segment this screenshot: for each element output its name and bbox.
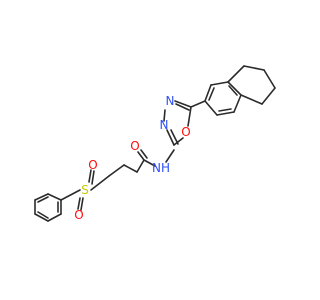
bond-ar-6 <box>204 100 218 116</box>
bond-ox-n4-c5-inner <box>175 103 190 111</box>
atom-sulfur: S <box>81 183 89 197</box>
bond-sat-5 <box>240 94 263 105</box>
bond-ox-o1-c2 <box>173 137 184 146</box>
bond-ar-inner-1 <box>208 87 215 101</box>
bond-ox-c5-o1 <box>187 106 192 127</box>
bond-co-o-a <box>137 151 145 161</box>
bond-sat-3 <box>263 69 276 89</box>
molecule-structure-diagram: O S O O NH N N O <box>34 65 276 222</box>
bond-c5-ar <box>190 100 206 108</box>
bond-s-o-bottom-a <box>77 197 81 210</box>
bond-ox-c2-n3 <box>166 129 175 146</box>
bond-sat-1 <box>227 65 245 83</box>
bond-c3-co <box>136 159 145 173</box>
atom-sulfonyl-oxygen-top: O <box>88 158 97 172</box>
bond-ph-s <box>60 189 81 201</box>
bond-c1-c2 <box>108 164 125 177</box>
atom-carbonyl-oxygen: O <box>130 139 139 153</box>
bond-ph-inner-1 <box>37 196 49 203</box>
atom-oxadiazole-n3: N <box>160 118 169 132</box>
bond-s-c1 <box>90 175 110 191</box>
bond-c2-c3 <box>123 164 138 173</box>
bond-co-nh <box>143 159 156 167</box>
atom-oxadiazole-o1: O <box>181 125 190 139</box>
bond-ar-5 <box>216 111 235 116</box>
bond-ar-2 <box>210 81 229 86</box>
bond-ph-4 <box>47 213 62 222</box>
bond-s-o-top-a <box>88 169 92 183</box>
bond-ox-c2-n3-inner <box>170 129 179 145</box>
bond-ar-4 <box>233 94 242 113</box>
bond-sat-2 <box>243 65 265 71</box>
bond-co-o-b <box>140 149 148 159</box>
bond-s-o-bottom-b <box>80 197 84 211</box>
bond-ox-n3-n4 <box>163 109 166 122</box>
bonds <box>34 65 276 222</box>
atom-oxadiazole-n4: N <box>166 94 175 108</box>
atom-labels: O S O O NH N N O <box>74 94 190 222</box>
bond-ph-5 <box>34 213 49 222</box>
atom-amide-nh: NH <box>152 161 170 175</box>
bond-ar-inner-3 <box>218 108 232 112</box>
bond-ar-3 <box>227 81 242 96</box>
bond-ph-1 <box>34 193 49 201</box>
bond-ar-1 <box>204 84 212 102</box>
bond-ph-inner-3 <box>37 211 49 219</box>
bond-ar-inner-2 <box>228 85 238 96</box>
bond-ph-2 <box>47 193 62 201</box>
atom-sulfonyl-oxygen-bottom: O <box>74 208 83 222</box>
bond-sat-4 <box>261 87 276 105</box>
bond-ox-n4-c5 <box>174 100 192 108</box>
bond-s-o-top-b <box>91 170 95 185</box>
bond-nh-c2 <box>165 149 175 163</box>
